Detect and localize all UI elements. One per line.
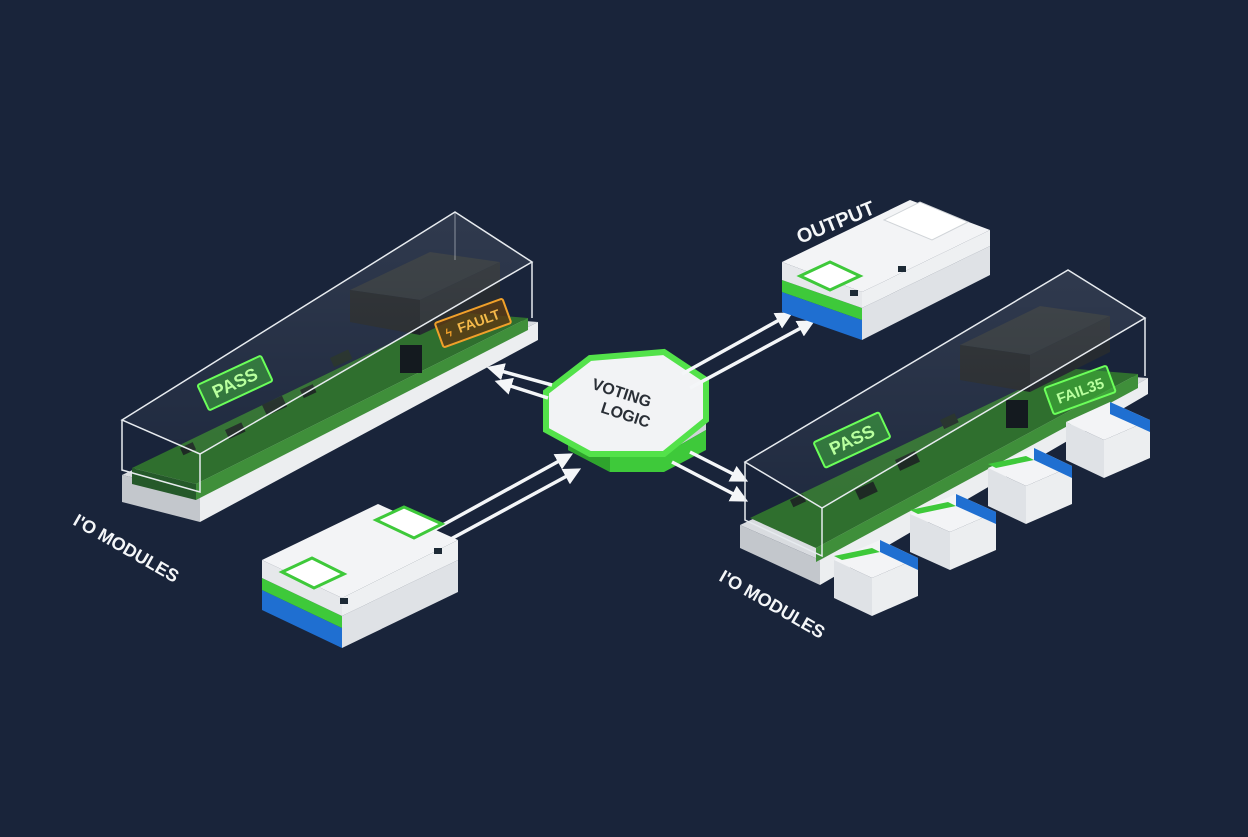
arrow-from-input-2 — [437, 468, 582, 548]
arrow-to-left-rack — [486, 363, 553, 387]
io-modules-left-label: I'O MODULES — [70, 510, 182, 586]
right-io-module-1 — [834, 540, 918, 616]
voting-logic-node: VOTING LOGIC — [543, 348, 709, 472]
right-io-module-3 — [988, 448, 1072, 524]
right-io-module-4 — [1066, 402, 1150, 478]
arrow-from-input — [429, 453, 574, 534]
input-module — [262, 504, 458, 648]
left-io-rack: PASS ϟ FAULT — [120, 211, 538, 522]
right-io-module-2 — [910, 494, 996, 570]
arrow-to-right-rack-2 — [671, 460, 749, 502]
output-module — [782, 200, 990, 340]
signal-arrows — [429, 312, 816, 548]
arrow-to-left-rack-2 — [494, 377, 549, 400]
fault-lightning-icon: ϟ — [444, 325, 455, 341]
arrow-to-right-rack — [689, 450, 749, 482]
arrow-to-output-2 — [689, 320, 816, 390]
arrow-to-output — [681, 312, 794, 376]
